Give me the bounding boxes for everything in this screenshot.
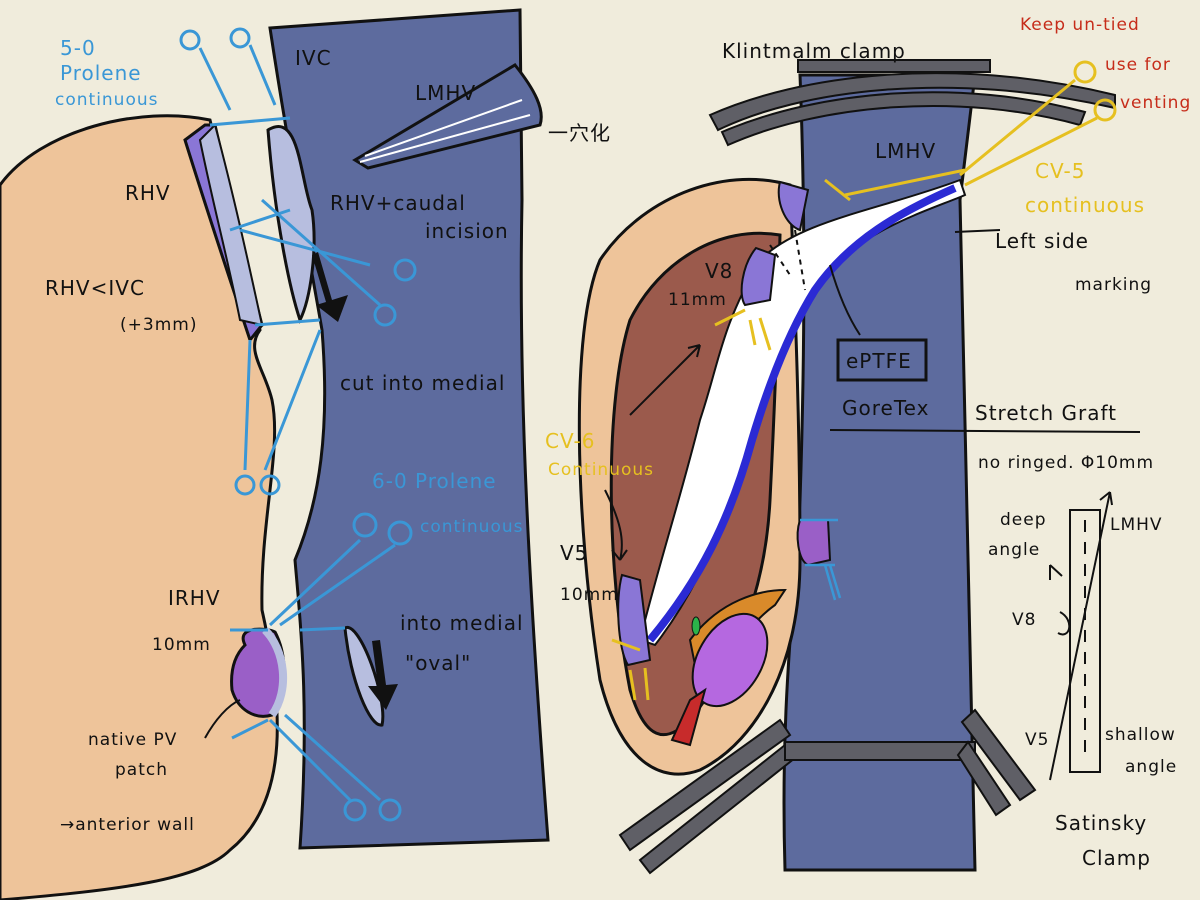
ivc-label: IVC bbox=[295, 46, 332, 70]
stretch-graft-label: Stretch Graft bbox=[975, 401, 1117, 425]
satinsky-label-2: Clamp bbox=[1082, 846, 1151, 870]
deep-angle-label-1: deep bbox=[1000, 510, 1047, 530]
irhv-label: IRHV bbox=[168, 586, 221, 610]
lmhv-label-right: LMHV bbox=[875, 139, 936, 163]
arrow-down-icon bbox=[312, 252, 348, 322]
v5-label: V5 bbox=[560, 541, 588, 565]
liver-left bbox=[0, 114, 279, 900]
suture-loop-icon bbox=[229, 27, 251, 49]
suture-loop-icon bbox=[387, 520, 413, 546]
eptfe-label: ePTFE bbox=[846, 349, 912, 373]
rhv-ivc-label: RHV<IVC bbox=[45, 276, 145, 300]
suture-loop-icon bbox=[259, 474, 281, 496]
suture-loop-icon bbox=[393, 258, 417, 282]
rhv-incision-label-1: RHV+caudal bbox=[330, 191, 466, 215]
left-side-label-1: Left side bbox=[995, 229, 1089, 253]
suture-blue-top bbox=[179, 27, 417, 496]
pv-patch-label-2: patch bbox=[115, 760, 168, 780]
v8-label: V8 bbox=[705, 259, 733, 283]
irhv-size-label: 10mm bbox=[152, 635, 211, 655]
cv5-label-1: CV-5 bbox=[1035, 159, 1085, 183]
suture-loop-icon bbox=[1073, 60, 1097, 84]
v8-stump bbox=[740, 246, 777, 307]
klintmalm-label: Klintmalm clamp bbox=[722, 39, 906, 63]
suture-loop-icon bbox=[1093, 98, 1117, 122]
shallow-angle-label-2: angle bbox=[1125, 757, 1177, 777]
anterior-wall-label: →anterior wall bbox=[60, 815, 195, 835]
suture-top-label-2: Prolene bbox=[60, 61, 142, 85]
suture-loop-icon bbox=[343, 798, 367, 822]
lmhv-stump-right bbox=[777, 180, 810, 232]
keep-untied-label-2: use for bbox=[1105, 55, 1171, 75]
suture-blue-bottom bbox=[230, 512, 413, 822]
v8-small-label: V8 bbox=[1012, 610, 1036, 630]
no-ringed-label: no ringed. Φ10mm bbox=[978, 453, 1154, 473]
suture-bottom-label-1: 6-0 Prolene bbox=[372, 469, 497, 493]
into-medial-label-1: into medial bbox=[400, 611, 524, 635]
keep-untied-label-1: Keep un-tied bbox=[1020, 15, 1140, 35]
suture-yellow bbox=[611, 60, 1117, 701]
suture-loop-icon bbox=[179, 29, 201, 51]
suture-top-label-1: 5-0 bbox=[60, 36, 96, 60]
ivc-oval-opening bbox=[343, 626, 385, 727]
suture-blue-right bbox=[800, 518, 842, 601]
v5-stump bbox=[617, 573, 652, 667]
suture-loop-icon bbox=[378, 798, 402, 822]
rhv-ivc-sub-label: (+3mm) bbox=[120, 315, 197, 335]
v5-size-label: 10mm bbox=[560, 585, 619, 605]
left-panel: 5-0 Prolene continuous IVC LMHV 一穴化 RHV … bbox=[0, 8, 611, 900]
shallow-angle-label-1: shallow bbox=[1105, 725, 1176, 745]
satinsky-clamp bbox=[618, 708, 1037, 875]
v5-small-label: V5 bbox=[1025, 730, 1049, 750]
satinsky-label-1: Satinsky bbox=[1055, 811, 1147, 835]
lmhv-small-label: LMHV bbox=[1110, 515, 1163, 535]
left-side-label-2: marking bbox=[1075, 275, 1152, 295]
into-medial-label-2: "oval" bbox=[405, 651, 471, 675]
keep-untied-label-3: venting bbox=[1120, 93, 1191, 113]
graft-schematic-icon bbox=[1049, 491, 1113, 781]
suture-loop-icon bbox=[352, 512, 378, 538]
cv6-label-1: CV-6 bbox=[545, 429, 595, 453]
cut-medial-label: cut into medial bbox=[340, 371, 505, 395]
rhv-label: RHV bbox=[125, 181, 171, 205]
eptfe-box bbox=[836, 338, 928, 382]
arrow-down-icon bbox=[368, 640, 398, 710]
rhv-incision-label-2: incision bbox=[425, 219, 509, 243]
suture-loop-icon bbox=[234, 474, 256, 496]
cv5-label-2: continuous bbox=[1025, 193, 1145, 217]
cv6-label-2: Continuous bbox=[548, 460, 654, 480]
lmhv-label: LMHV bbox=[415, 81, 476, 105]
suture-bottom-label-2: continuous bbox=[420, 517, 524, 537]
lmhv-note-label: 一穴化 bbox=[548, 121, 611, 145]
v8-size-label: 11mm bbox=[668, 290, 727, 310]
suture-loop-icon bbox=[373, 303, 397, 327]
deep-angle-label-2: angle bbox=[988, 540, 1040, 560]
right-panel: Klintmalm clamp Keep un-tied use for ven… bbox=[545, 15, 1191, 875]
graft-marking-stripe bbox=[646, 184, 957, 643]
portal-structures bbox=[670, 588, 787, 747]
pv-patch-label-1: native PV bbox=[88, 730, 177, 750]
suture-top-label-3: continuous bbox=[55, 90, 159, 110]
rhv-opening-ivc bbox=[266, 125, 316, 324]
goretex-label: GoreTex bbox=[842, 396, 929, 420]
small-vessel-right bbox=[796, 519, 832, 567]
